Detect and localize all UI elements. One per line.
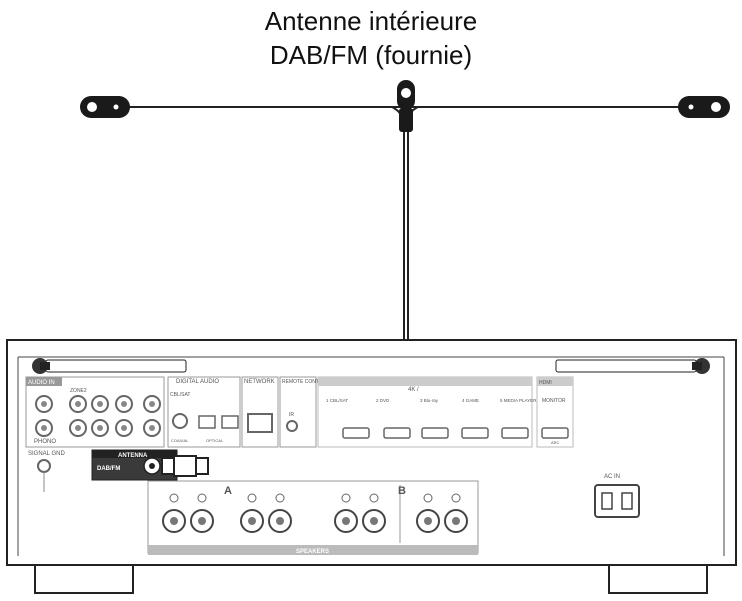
wireless-antenna-left <box>32 358 187 374</box>
wireless-antenna-right <box>555 358 710 374</box>
audio-in-section: AUDIO IN PHONO ZONE2 SIGNAL GND <box>25 376 165 492</box>
remote-control-label: REMOTE CONTROL <box>282 379 329 385</box>
antenna-right-tab <box>678 96 730 118</box>
zone-b-label: B <box>398 485 406 497</box>
ac-inlet: AC IN <box>594 474 640 518</box>
network-label: NETWORK <box>244 379 275 385</box>
caption-line-1: Antenne intérieure <box>264 6 478 36</box>
right-foot <box>608 564 708 594</box>
digital-audio-section: DIGITAL AUDIO CBL/SAT COAXIAL OPTICAL <box>167 376 241 448</box>
coaxial-label: COAXIAL <box>171 438 189 443</box>
dab-fm-label: DAB/FM <box>97 466 120 472</box>
speakers-section: SPEAKERS A B <box>147 480 479 555</box>
speakers-label: SPEAKERS <box>296 549 329 555</box>
hdmi-4k-label: 4K / <box>408 387 419 393</box>
audio-in-label: AUDIO IN <box>28 380 55 386</box>
antenna-plug <box>161 455 209 477</box>
hdmi-in-2-label: 2 DVD <box>376 398 390 403</box>
remote-control-section: REMOTE CONTROL IR <box>279 376 329 448</box>
ir-label: IR <box>289 412 294 418</box>
phono-label: PHONO <box>34 439 56 445</box>
hdmi-monitor-section: HDMI MONITOR ARC <box>536 376 574 448</box>
hdmi-out-label: HDMI <box>539 380 552 386</box>
ac-in-label: AC IN <box>604 474 620 480</box>
network-section: NETWORK <box>241 376 279 448</box>
antenna-label: ANTENNA <box>118 453 148 459</box>
antenna-left-tab <box>80 96 130 118</box>
hdmi-in-5-label: 5 MEDIA PLAYER <box>500 398 537 403</box>
optical-label: OPTICAL <box>206 438 224 443</box>
receiver-rear-panel: AUDIO IN PHONO ZONE2 SIGNAL GND DIGITAL … <box>6 339 737 594</box>
digital-audio-label: DIGITAL AUDIO <box>176 379 219 385</box>
hdmi-in-4-label: 4 GAME <box>462 398 479 403</box>
zone2-label: ZONE2 <box>70 388 87 394</box>
hdmi-in-1-label: 1 CBL/SAT <box>326 398 348 403</box>
arc-label: ARC <box>551 440 560 445</box>
zone-a-label: A <box>224 485 232 497</box>
signal-gnd-label: SIGNAL GND <box>28 451 65 457</box>
hdmi-in-3-label: 3 Blu-ray <box>420 398 439 403</box>
antenna-center-junction <box>391 80 419 132</box>
cbl-sat-label: CBL/SAT <box>170 392 190 398</box>
monitor-label: MONITOR <box>542 398 566 404</box>
hdmi-in-section: 4K / 1 CBL/SAT 2 DVD 3 Blu-ray 4 GAME 5 … <box>317 376 537 448</box>
caption-line-2: DAB/FM (fournie) <box>269 40 473 70</box>
left-foot <box>34 564 134 594</box>
